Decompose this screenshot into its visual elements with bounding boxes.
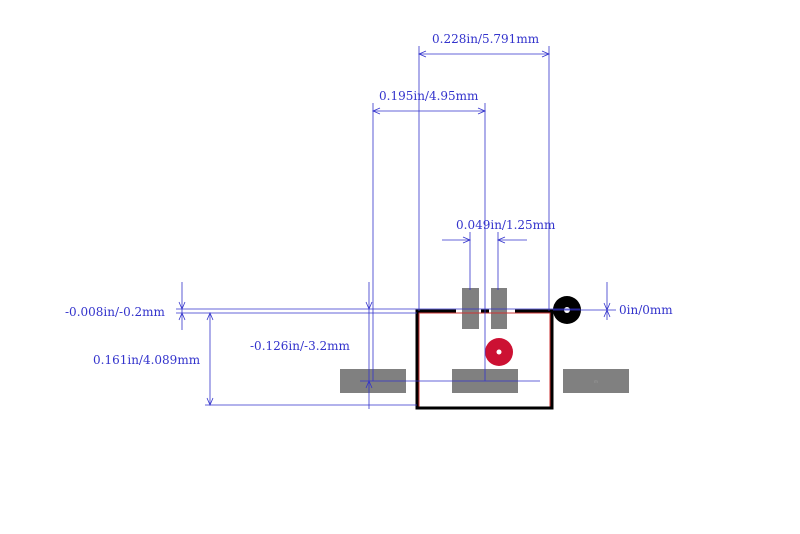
pad-label: m xyxy=(594,379,598,384)
body-outline xyxy=(415,309,554,410)
label-origin-offset: 0in/0mm xyxy=(619,303,673,317)
label-top-offset: -0.008in/-0.2mm xyxy=(65,305,166,319)
dimension-labels: 0.228in/5.791mm 0.195in/4.95mm 0.049in/1… xyxy=(65,32,673,367)
pin1-marker xyxy=(485,338,513,366)
pad-top-left xyxy=(462,288,479,329)
label-pad-span: 0.195in/4.95mm xyxy=(379,89,479,103)
label-pad-row-offset: -0.126in/-3.2mm xyxy=(250,339,351,353)
label-overall-height: 0.161in/4.089mm xyxy=(93,353,201,367)
label-overall-width: 0.228in/5.791mm xyxy=(432,32,540,46)
label-pad-gap: 0.049in/1.25mm xyxy=(456,218,556,232)
pad-right xyxy=(563,369,629,393)
pad-top-right xyxy=(491,288,507,329)
dimension-arrows xyxy=(178,50,611,407)
dimension-lines xyxy=(176,46,616,409)
pads: m xyxy=(340,288,629,393)
